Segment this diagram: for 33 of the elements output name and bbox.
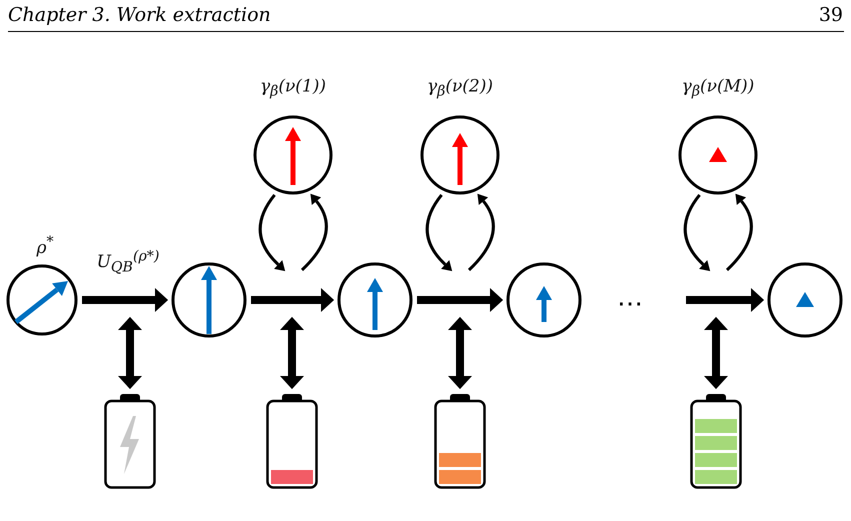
battery-icon [433, 394, 487, 490]
state-label: γ$_{β}$(ν(2)) [426, 76, 494, 100]
page-header: Chapter 3. Work extraction [8, 4, 271, 26]
state-circle [252, 114, 334, 196]
curved-arrow [300, 193, 328, 272]
thick-arrow [280, 316, 304, 390]
thick-arrow [686, 288, 764, 312]
state-circle [505, 261, 583, 339]
thick-arrow [448, 316, 472, 390]
thick-arrow [704, 316, 728, 390]
thick-arrow [118, 316, 142, 390]
thick-arrow [417, 288, 504, 312]
state-circle [419, 114, 501, 196]
state-label: ρ$^{*}$ [36, 234, 54, 258]
battery-icon [103, 394, 157, 490]
curved-arrow [468, 193, 495, 272]
state-circle [766, 261, 844, 339]
ellipsis: ⋯ [617, 288, 643, 319]
thick-arrow [82, 288, 168, 312]
curved-arrow [726, 193, 753, 272]
battery-icon [689, 394, 743, 490]
thick-arrow [251, 288, 334, 312]
state-circle [336, 261, 414, 339]
curved-arrow [684, 194, 710, 272]
state-circle [170, 261, 248, 339]
state-label: γ$_{β}$(ν(1)) [260, 76, 326, 100]
page-number: 39 [818, 4, 843, 26]
curved-arrow [258, 194, 285, 272]
state-circle [5, 263, 79, 337]
state-circle [677, 114, 759, 196]
state-label: γ$_{β}$(ν(M)) [682, 76, 754, 100]
battery-icon [265, 394, 319, 490]
curved-arrow [426, 194, 452, 272]
